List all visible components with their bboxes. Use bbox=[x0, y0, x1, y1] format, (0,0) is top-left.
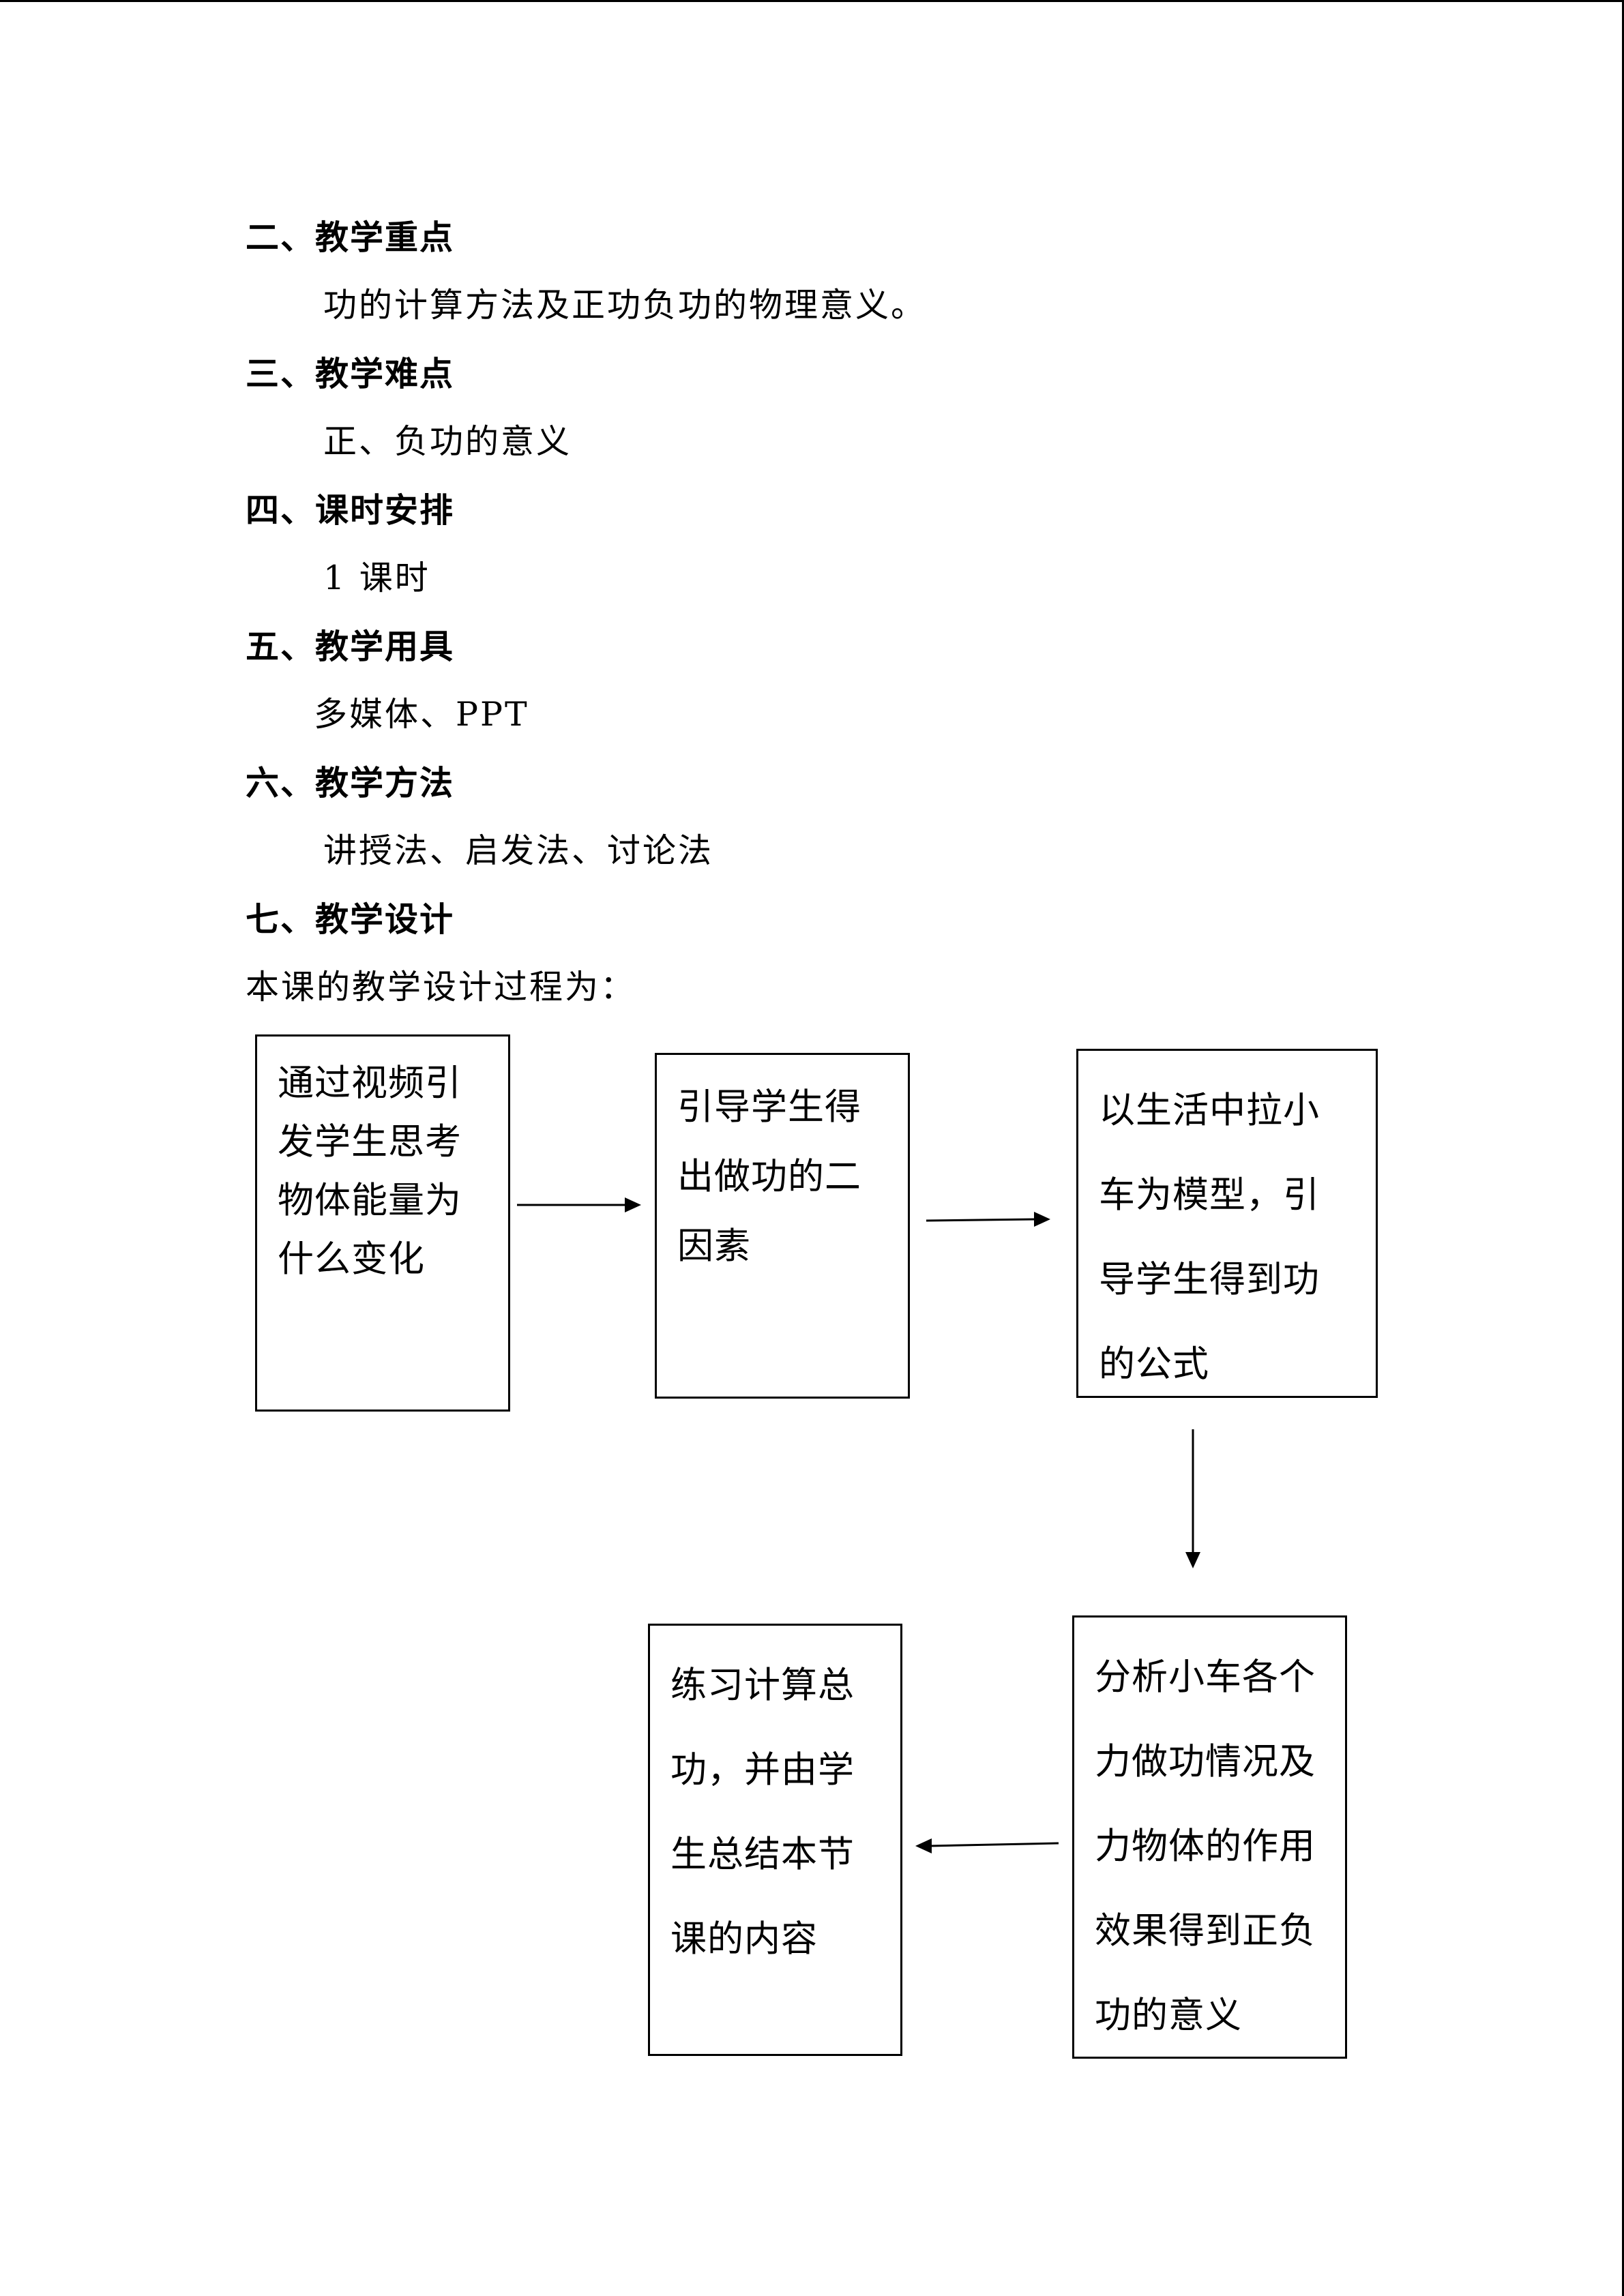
flow-box-line: 什么变化 bbox=[278, 1238, 425, 1280]
section-content-design: 本课的教学设计过程为： bbox=[246, 968, 636, 1007]
arrowhead-right-2 bbox=[1034, 1212, 1050, 1227]
arrowhead-down bbox=[1185, 1552, 1200, 1568]
page-border-right bbox=[1622, 0, 1624, 2296]
section-content-focus: 功的计算方法及正功负功的物理意义。 bbox=[323, 286, 927, 325]
flow-box-line: 的公式 bbox=[1099, 1343, 1209, 1385]
section-heading-design: 七、教学设计 bbox=[246, 899, 455, 939]
flow-box-video: 通过视频引 发学生思考 物体能量为 什么变化 bbox=[255, 1034, 510, 1412]
flow-box-line: 出做功的二 bbox=[677, 1156, 861, 1197]
flow-box-two-factors: 引导学生得 出做功的二 因素 bbox=[655, 1053, 910, 1399]
section-content-tools: 多媒体、PPT bbox=[314, 695, 529, 734]
flow-box-cart-model: 以生活中拉小 车为模型，引 导学生得到功 的公式 bbox=[1076, 1049, 1378, 1398]
page-border-top bbox=[0, 0, 1624, 2]
flow-box-line: 生总结本节 bbox=[670, 1834, 855, 1875]
section-heading-focus: 二、教学重点 bbox=[246, 218, 455, 257]
flow-box-line: 功的意义 bbox=[1095, 1995, 1242, 2036]
section-heading-schedule: 四、课时安排 bbox=[246, 490, 455, 530]
section-content-difficulty: 正、负功的意义 bbox=[323, 422, 572, 461]
flow-box-line: 通过视频引 bbox=[278, 1062, 462, 1104]
flow-box-line: 功，并由学 bbox=[670, 1749, 855, 1791]
flow-box-line: 以生活中拉小 bbox=[1099, 1090, 1320, 1131]
flow-box-line: 练习计算总 bbox=[670, 1665, 855, 1706]
flow-box-line: 课的内容 bbox=[670, 1918, 818, 1960]
flow-box-line: 分析小车各个 bbox=[1095, 1656, 1316, 1698]
flow-box-line: 效果得到正负 bbox=[1095, 1910, 1316, 1952]
section-heading-methods: 六、教学方法 bbox=[246, 763, 455, 803]
flow-box-line: 物体能量为 bbox=[278, 1180, 462, 1221]
arrowhead-right-1 bbox=[625, 1197, 641, 1212]
flow-box-line: 因素 bbox=[677, 1225, 751, 1267]
arrow-right-2 bbox=[926, 1218, 1036, 1222]
arrow-left bbox=[930, 1842, 1059, 1847]
flow-box-line: 发学生思考 bbox=[278, 1121, 462, 1163]
section-heading-difficulty: 三、教学难点 bbox=[246, 354, 455, 393]
section-content-methods: 讲授法、启发法、讨论法 bbox=[323, 831, 714, 870]
flow-box-line: 力做功情况及 bbox=[1095, 1741, 1316, 1783]
arrowhead-left bbox=[915, 1838, 932, 1853]
flow-box-line: 车为模型，引 bbox=[1099, 1174, 1320, 1216]
section-content-schedule: 1 课时 bbox=[323, 558, 430, 597]
flow-box-line: 导学生得到功 bbox=[1099, 1259, 1320, 1300]
flow-box-line: 引导学生得 bbox=[677, 1086, 861, 1128]
section-heading-tools: 五、教学用具 bbox=[246, 627, 455, 666]
flow-box-practice-summary: 练习计算总 功，并由学 生总结本节 课的内容 bbox=[648, 1624, 902, 2056]
flow-box-line: 力物体的作用 bbox=[1095, 1825, 1316, 1867]
flow-box-force-analysis: 分析小车各个 力做功情况及 力物体的作用 效果得到正负 功的意义 bbox=[1072, 1615, 1347, 2059]
